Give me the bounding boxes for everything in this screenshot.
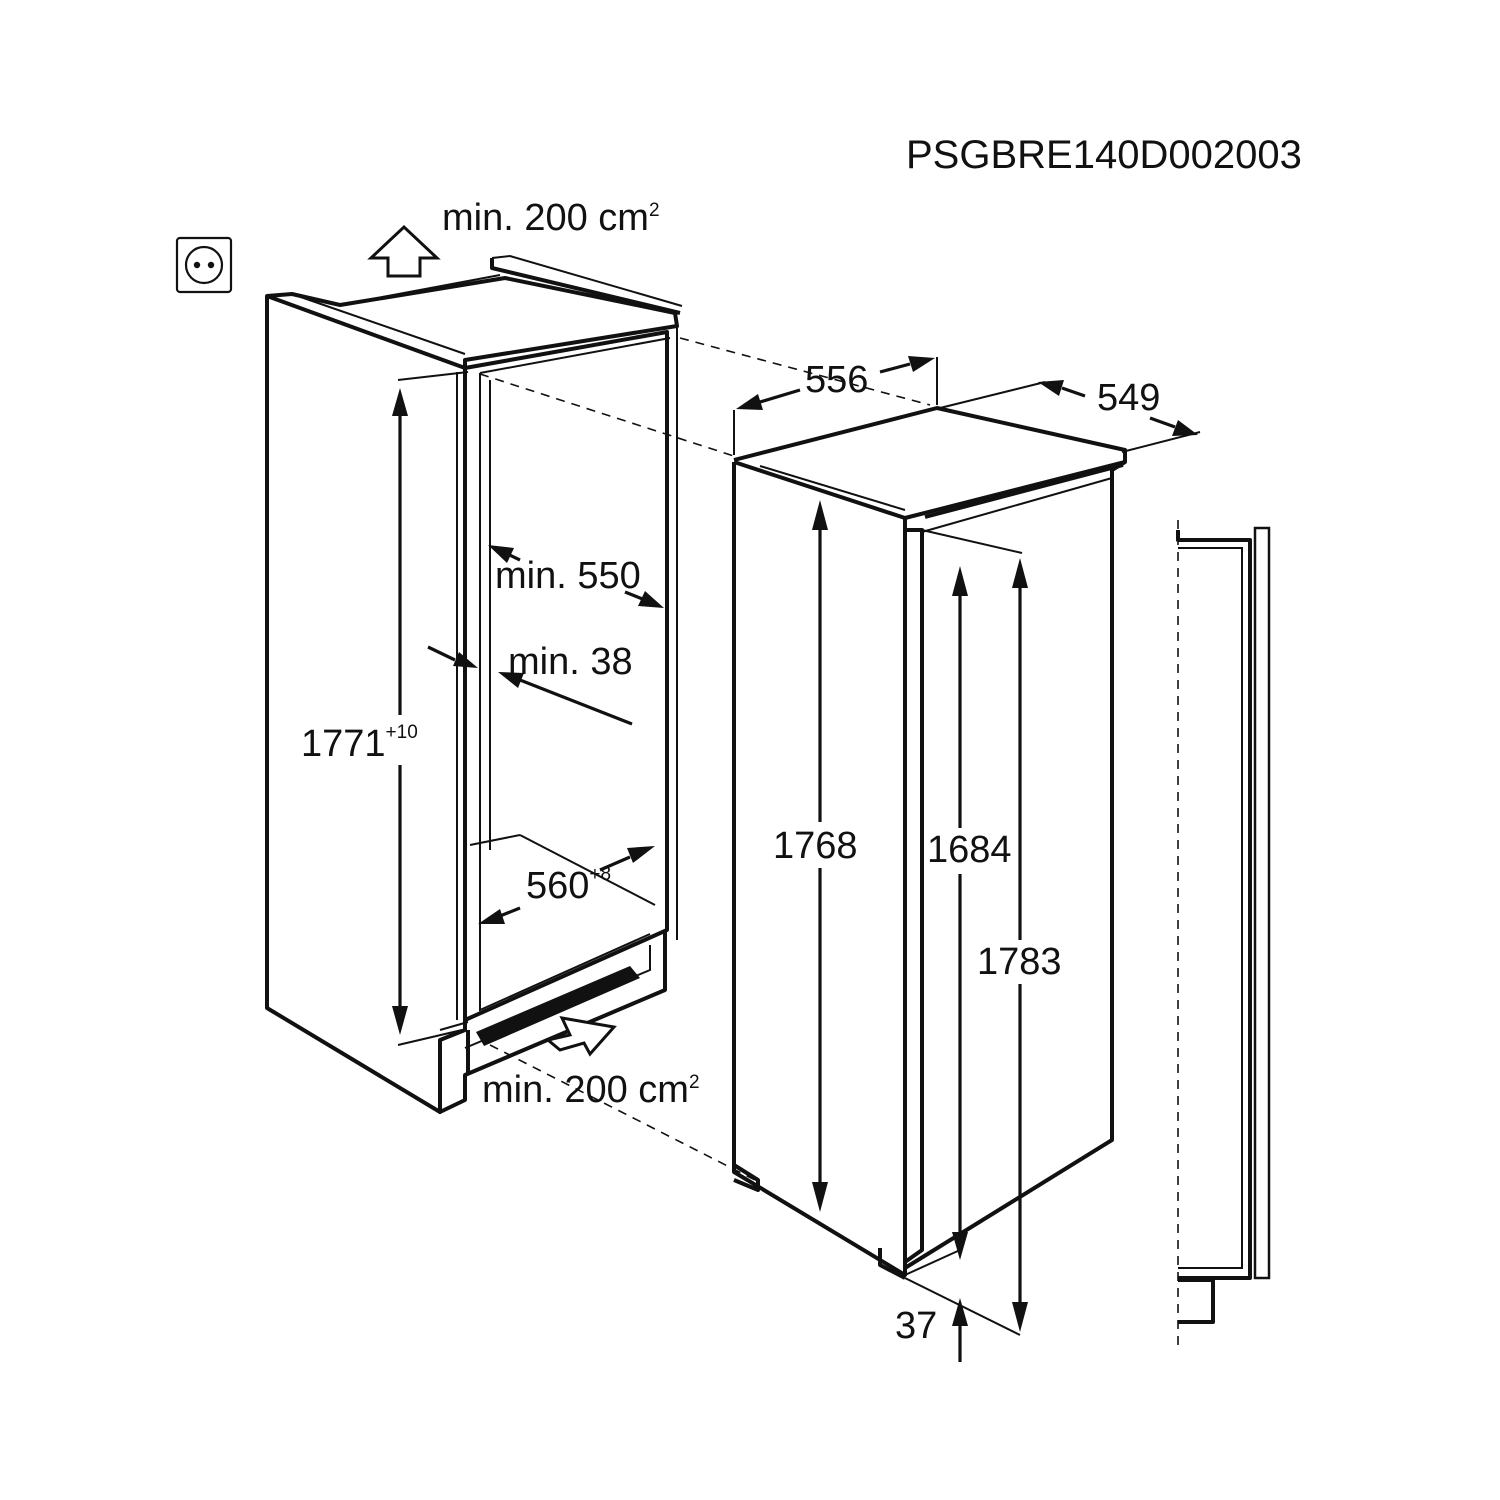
- appliance-body-height-dimension: 1768: [772, 500, 868, 1212]
- ventilation-bottom-label: min. 200 cm2: [482, 1069, 700, 1111]
- appliance-width-label: 556: [805, 359, 868, 401]
- niche-depth-label: min. 550: [495, 555, 641, 597]
- plinth-height-dimension: 37: [895, 1298, 968, 1362]
- appliance-depth-dimension: 549: [939, 377, 1201, 453]
- appliance-body: [732, 406, 1127, 1336]
- appliance-total-height-dimension: 1783: [976, 558, 1072, 1332]
- wall-thickness-dimension: min. 38: [427, 641, 633, 726]
- plinth-height-label: 37: [895, 1305, 937, 1347]
- power-socket-icon: [175, 236, 233, 294]
- niche-height-label: 1771+10: [301, 722, 418, 765]
- niche-height-dimension: 1771+10: [300, 371, 469, 1046]
- appliance-body-height-label: 1768: [773, 825, 858, 867]
- appliance-door-height-label: 1684: [927, 829, 1012, 871]
- ventilation-top-label: min. 200 cm2: [442, 197, 660, 239]
- wall-thickness-label: min. 38: [508, 641, 633, 683]
- niche-width-label: 560+8: [526, 864, 611, 907]
- appliance-door-height-dimension: 1684: [921, 529, 1023, 1260]
- appliance-depth-label: 549: [1097, 377, 1160, 419]
- appliance-total-height-label: 1783: [977, 941, 1062, 983]
- niche-depth-dimension: min. 550: [488, 545, 664, 608]
- air-inlet-arrow-icon: [544, 1016, 617, 1057]
- document-code: PSGBRE140D002003: [906, 133, 1302, 177]
- projection-lines: [479, 337, 931, 1181]
- niche-cabinet: [265, 254, 683, 1114]
- niche-width-dimension: 560+8: [478, 846, 655, 924]
- air-outlet-arrow-icon: [367, 224, 441, 278]
- door-side-view: [1176, 520, 1271, 1345]
- appliance-width-dimension: 556: [733, 356, 938, 455]
